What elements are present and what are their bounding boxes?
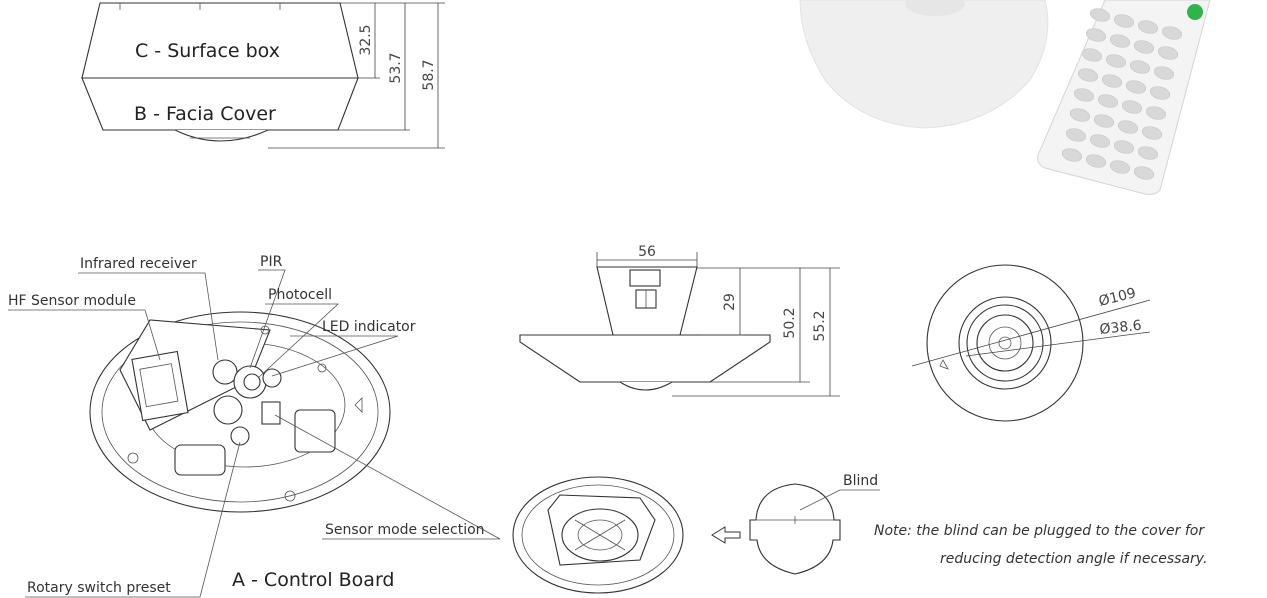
callout-sensor-mode: Sensor mode selection — [325, 522, 485, 538]
side-view-housing: C - Surface box B - Facia Cover 32.5 53.… — [81, 2, 445, 149]
remote-button — [1061, 148, 1083, 162]
callout-pir: PIR — [260, 254, 283, 270]
remote-button — [1121, 100, 1143, 114]
dim-dia-109: Ø109 — [1097, 285, 1137, 310]
callout-photocell: Photocell — [268, 287, 332, 303]
remote-button — [1157, 46, 1179, 60]
dim-56: 56 — [638, 244, 656, 260]
remote-button — [1105, 54, 1127, 68]
remote-button — [1093, 114, 1115, 128]
remote-button — [1069, 108, 1091, 122]
remote-button — [1081, 48, 1103, 62]
remote-button — [1153, 66, 1175, 80]
label-blind: Blind — [843, 473, 878, 489]
arrow-left-icon — [711, 526, 741, 544]
dim-58-7: 58.7 — [421, 59, 437, 90]
remote-button — [1129, 60, 1151, 74]
remote-button — [1137, 146, 1159, 160]
facia-cover-with-blind: Blind Note: the blind can be plugged to … — [512, 473, 1207, 594]
remote-button — [1089, 8, 1111, 22]
dim-55-2: 55.2 — [812, 310, 828, 341]
remote-button — [1141, 126, 1163, 140]
label-facia-cover: B - Facia Cover — [134, 103, 276, 125]
label-surface-box: C - Surface box — [135, 40, 280, 62]
remote-button — [1133, 166, 1155, 180]
callout-infrared-receiver: Infrared receiver — [80, 256, 197, 272]
product-photo — [799, 0, 1211, 195]
remote-button — [1097, 94, 1119, 108]
remote-button — [1077, 68, 1099, 82]
remote-button — [1089, 134, 1111, 148]
dim-50-2: 50.2 — [782, 307, 798, 338]
remote-button — [1113, 14, 1135, 28]
remote-button — [1113, 140, 1135, 154]
remote-button — [1137, 20, 1159, 34]
callout-led-indicator: LED indicator — [322, 319, 416, 335]
side-view-dimensions: 56 29 50.2 55.2 — [519, 244, 840, 397]
control-board-drawing: Infrared receiver PIR HF Sensor module P… — [8, 254, 501, 598]
remote-button — [1073, 88, 1095, 102]
remote-button — [1117, 120, 1139, 134]
label-control-board: A - Control Board — [232, 569, 395, 591]
remote-button — [1085, 154, 1107, 168]
callout-hf-sensor-module: HF Sensor module — [8, 293, 136, 309]
remote-button — [1125, 80, 1147, 94]
remote-button — [1085, 28, 1107, 42]
top-view-circles: Ø109 Ø38.6 — [911, 264, 1151, 422]
dim-53-7: 53.7 — [388, 52, 404, 83]
remote-button — [1065, 128, 1087, 142]
callout-rotary-switch: Rotary switch preset — [27, 580, 171, 596]
remote-button — [1145, 106, 1167, 120]
dim-29: 29 — [722, 293, 738, 311]
remote-button — [1109, 160, 1131, 174]
dim-dia-38-6: Ø38.6 — [1099, 318, 1143, 338]
remote-button — [1101, 74, 1123, 88]
dim-32-5: 32.5 — [358, 24, 374, 55]
remote-button — [1149, 86, 1171, 100]
remote-control-icon — [1037, 0, 1211, 195]
remote-button — [1133, 40, 1155, 54]
remote-button — [1109, 34, 1131, 48]
note-line-2: reducing detection angle if necessary. — [940, 551, 1207, 567]
remote-button — [1161, 26, 1183, 40]
note-line-1: Note: the blind can be plugged to the co… — [874, 523, 1205, 539]
